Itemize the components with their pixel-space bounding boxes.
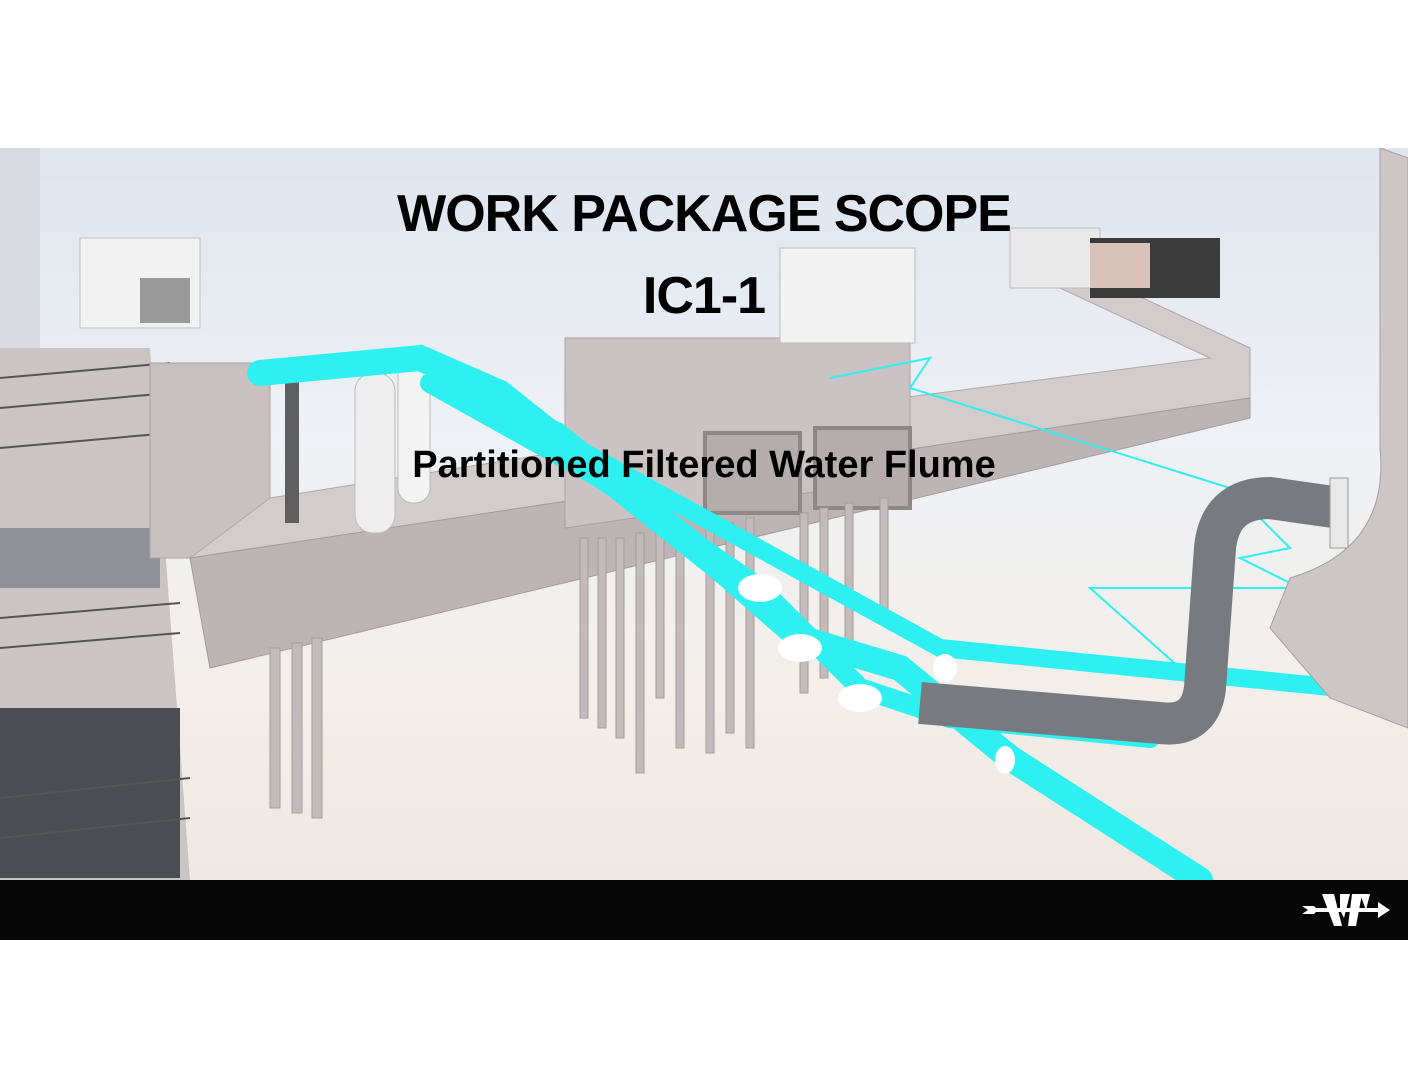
footer-bar [0,880,1408,940]
outlet-pipe [918,148,1408,745]
left-building [0,148,201,880]
plant-3d-model-render [0,148,1408,880]
support-columns [269,497,889,819]
work-package-code: IC1-1 [642,267,766,325]
slide-subtitle: Partitioned Filtered Water Flume [412,444,996,486]
company-logo-icon [1302,894,1390,926]
scope-slide: WORK PACKAGE SCOPE IC1-1 Partitioned Fil… [0,148,1408,880]
slide-title: WORK PACKAGE SCOPE [397,185,1012,243]
pipe-fittings [738,574,1015,774]
filter-tanks [285,352,431,534]
